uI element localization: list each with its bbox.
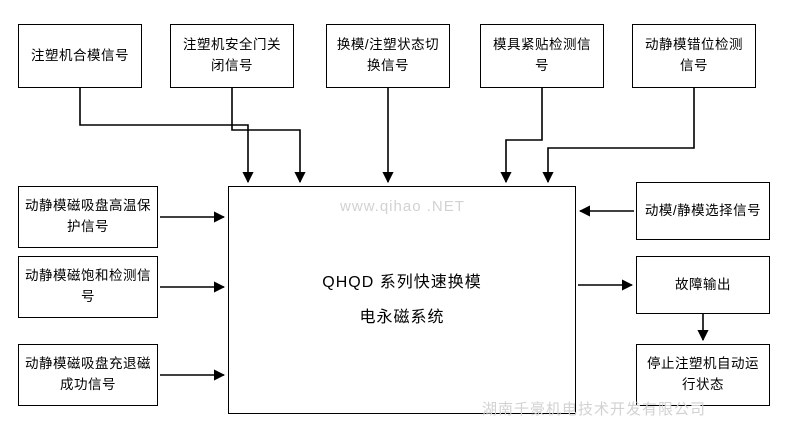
- block-right-3-label: 停止注塑机自动运行状态: [647, 356, 759, 392]
- block-right-2-label: 故障输出: [675, 276, 731, 292]
- block-right-1: 动模/静模选择信号: [636, 182, 770, 240]
- block-top-1: 注塑机合模信号: [18, 24, 142, 88]
- block-top-2-label: 注塑机安全门关闭信号: [183, 37, 281, 73]
- block-left-3-label: 动静模磁吸盘充退磁成功信号: [25, 356, 151, 392]
- wire-top-5: [542, 88, 695, 184]
- block-top-3: 换模/注塑状态切换信号: [326, 24, 450, 88]
- wire-top-4: [500, 88, 543, 184]
- wire-top-1: [79, 88, 254, 184]
- block-top-4: 模具紧贴检测信号: [480, 24, 604, 88]
- block-left-2-label: 动静模磁饱和检测信号: [25, 268, 151, 304]
- watermark-bottom: 湖南千豪机电技术开发有限公司: [482, 401, 707, 418]
- block-center: QHQD 系列快速换模 电永磁系统: [228, 186, 576, 414]
- block-left-3: 动静模磁吸盘充退磁成功信号: [18, 344, 158, 406]
- block-right-2: 故障输出: [636, 256, 770, 314]
- block-left-1: 动静模磁吸盘高温保护信号: [18, 186, 158, 248]
- watermark-top: www.qihao .NET: [340, 198, 465, 215]
- block-left-2: 动静模磁饱和检测信号: [18, 256, 158, 318]
- block-top-4-label: 模具紧贴检测信号: [493, 37, 591, 73]
- block-top-3-label: 换模/注塑状态切换信号: [336, 37, 440, 73]
- block-right-1-label: 动模/静模选择信号: [644, 202, 762, 218]
- block-center-line1: QHQD 系列快速换模: [322, 273, 482, 291]
- block-right-3: 停止注塑机自动运行状态: [636, 344, 770, 406]
- block-top-5: 动静模错位检测信号: [632, 24, 756, 88]
- block-top-1-label: 注塑机合模信号: [31, 47, 129, 63]
- block-left-1-label: 动静模磁吸盘高温保护信号: [25, 198, 151, 234]
- block-center-line2: 电永磁系统: [359, 309, 445, 326]
- block-top-2: 注塑机安全门关闭信号: [170, 24, 294, 88]
- wire-top-2: [231, 88, 306, 184]
- block-center-label: QHQD 系列快速换模 电永磁系统: [235, 265, 569, 335]
- block-top-5-label: 动静模错位检测信号: [645, 37, 743, 73]
